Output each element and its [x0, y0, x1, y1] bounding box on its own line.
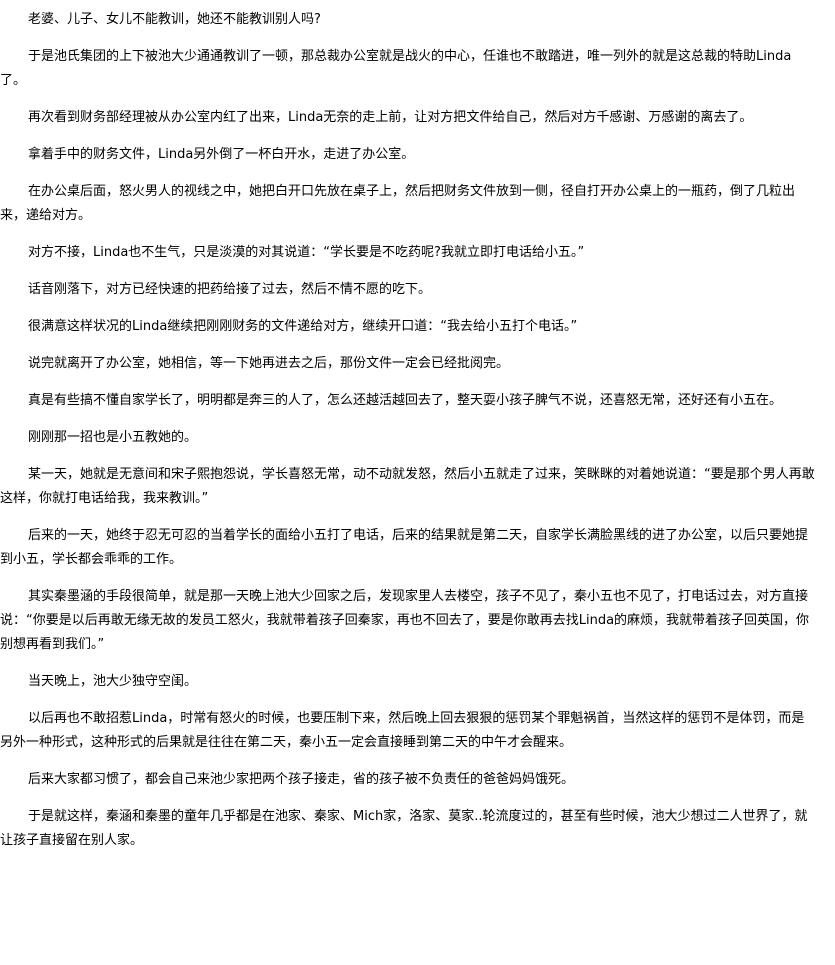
- paragraph: 后来的一天，她终于忍无可忍的当着学长的面给小五打了电话，后来的结果就是第二天，自…: [0, 528, 809, 567]
- paragraph: 某一天，她就是无意间和宋子熙抱怨说，学长喜怒无常，动不动就发怒，然后小五就走了过…: [0, 467, 815, 506]
- paragraph: 后来大家都习惯了，都会自己来池少家把两个孩子接走，省的孩子被不负责任的爸爸妈妈饿…: [28, 772, 575, 787]
- paragraph: 刚刚那一招也是小五教她的。: [28, 430, 198, 445]
- paragraph: 以后再也不敢招惹Linda，时常有怒火的时候，也要压制下来，然后晚上回去狠狠的惩…: [0, 711, 805, 750]
- paragraph: 当天晚上，池大少独守空闺。: [28, 674, 198, 689]
- paragraph: 很满意这样状况的Linda继续把刚刚财务的文件递给对方，继续开口道：“我去给小五…: [28, 319, 578, 334]
- paragraph: 话音刚落下，对方已经快速的把药给接了过去，然后不情不愿的吃下。: [28, 282, 432, 297]
- paragraph: 在办公桌后面，怒火男人的视线之中，她把白开口先放在桌子上，然后把财务文件放到一侧…: [0, 184, 796, 223]
- paragraph: 其实秦墨涵的手段很简单，就是那一天晚上池大少回家之后，发现家里人去楼空，孩子不见…: [0, 589, 810, 652]
- paragraph: 于是就这样，秦涵和秦墨的童年几乎都是在池家、秦家、Mich家，洛家、莫家..轮流…: [0, 809, 808, 848]
- paragraph: 真是有些搞不懂自家学长了，明明都是奔三的人了，怎么还越活越回去了，整天耍小孩子脾…: [28, 393, 783, 408]
- paragraph: 于是池氏集团的上下被池大少通通教训了一顿，那总裁办公室就是战火的中心，任谁也不敢…: [0, 49, 792, 88]
- paragraph: 对方不接，Linda也不生气，只是淡漠的对其说道：“学长要是不吃药呢?我就立即打…: [28, 245, 585, 260]
- paragraph: 拿着手中的财务文件，Linda另外倒了一杯白开水，走进了办公室。: [28, 147, 415, 162]
- paragraph: 老婆、儿子、女儿不能教训，她还不能教训别人吗?: [28, 12, 321, 27]
- paragraph: 说完就离开了办公室，她相信，等一下她再进去之后，那份文件一定会已经批阅完。: [28, 356, 510, 371]
- paragraph: 再次看到财务部经理被从办公室内红了出来，Linda无奈的走上前，让对方把文件给自…: [28, 110, 753, 125]
